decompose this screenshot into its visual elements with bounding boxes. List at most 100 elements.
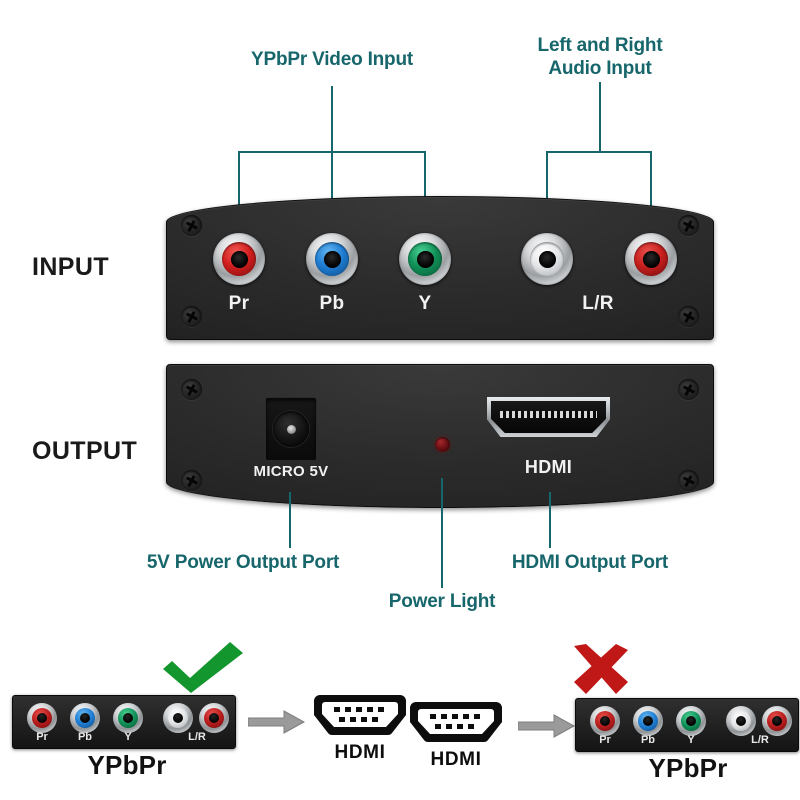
rca-ring-blue [315, 242, 349, 276]
jack-label-y: Y [418, 293, 432, 314]
mini-hole [736, 716, 746, 726]
rca-jack-y[interactable] [399, 233, 451, 285]
arrow-right-icon [248, 710, 306, 734]
screw-icon [181, 379, 202, 400]
power-port-label: MICRO 5V [253, 463, 329, 480]
mini-ring-red [595, 711, 615, 731]
mini-hole [643, 716, 653, 726]
leader-video-drop-y [424, 151, 426, 219]
hdmi-connector-icon [314, 695, 406, 735]
rca-hole [230, 250, 248, 268]
screw-icon [181, 215, 202, 236]
screw-icon [181, 306, 202, 327]
mini-panel-ypbpr-right: Pr Pb Y L/R [575, 698, 799, 752]
mini-ring-blue [638, 711, 658, 731]
screw-icon [678, 379, 699, 400]
mini-ring-green [681, 711, 701, 731]
rca-hole [538, 250, 556, 268]
mini-hole [209, 713, 219, 723]
hdmi-port-label: HDMI [524, 457, 573, 477]
rca-jack-audio-left[interactable] [521, 233, 573, 285]
dc-power-jack[interactable] [265, 397, 317, 461]
mini-rca-audio-left [726, 706, 756, 736]
power-led-indicator [435, 437, 450, 452]
screw-icon [678, 215, 699, 236]
mini-ring-red [767, 711, 787, 731]
mini-ring-white [731, 711, 751, 731]
rca-hole [642, 250, 660, 268]
mini-panel-ypbpr-left: Pr Pb Y L/R [12, 695, 236, 749]
mini-rca-audio-left [163, 703, 193, 733]
mini-label-pb: Pb [77, 731, 93, 743]
mini-label-y: Y [124, 731, 132, 743]
green-check-icon [163, 642, 243, 693]
mini-ring-green [118, 708, 138, 728]
rca-jack-audio-right[interactable] [625, 233, 677, 285]
leader-audio-drop-l [546, 151, 548, 219]
mini-ring-red [204, 708, 224, 728]
label-hdmi-source: HDMI [430, 749, 482, 770]
mini-rca-pr [590, 706, 620, 736]
rca-ring-red [634, 242, 668, 276]
rca-jack-pb[interactable] [306, 233, 358, 285]
screw-icon [181, 470, 202, 491]
leader-audio-stem [599, 82, 601, 152]
mini-label-pr: Pr [36, 731, 48, 743]
leader-audio-drop-r [650, 151, 652, 221]
leader-audio-bar [546, 151, 652, 153]
leader-video-stem [331, 86, 333, 152]
mini-ring-white [168, 708, 188, 728]
mini-rca-audio-right [199, 703, 229, 733]
rca-ring-green [408, 242, 442, 276]
jack-label-pr: Pr [228, 293, 250, 314]
input-panel: Pr Pb Y L/R [166, 196, 714, 340]
leader-video-drop-pr [238, 151, 240, 223]
label-hdmi-target: HDMI [334, 742, 386, 763]
screw-icon [678, 306, 699, 327]
callout-5v-power-output-port: 5V Power Output Port [146, 552, 340, 573]
mini-rca-y [676, 706, 706, 736]
mini-label-pb: Pb [640, 734, 656, 746]
mini-rca-y [113, 703, 143, 733]
dc-barrel [273, 411, 309, 447]
rca-hole [416, 250, 434, 268]
rca-jack-pr[interactable] [213, 233, 265, 285]
mini-hole [600, 716, 610, 726]
mini-hole [123, 713, 133, 723]
label-input: INPUT [32, 253, 109, 281]
mini-hole [686, 716, 696, 726]
hdmi-pins [500, 410, 597, 418]
mini-ring-blue [75, 708, 95, 728]
mini-hole [37, 713, 47, 723]
screw-icon [678, 470, 699, 491]
hdmi-connector-icon [410, 702, 502, 742]
mini-hole [772, 716, 782, 726]
leader-power-port [289, 492, 291, 548]
mini-hole [173, 713, 183, 723]
mini-rca-audio-right [762, 706, 792, 736]
leader-video-drop-pb [331, 151, 333, 221]
mini-rca-pb [70, 703, 100, 733]
mini-label-lr: L/R [751, 734, 769, 746]
mini-label-y: Y [687, 734, 695, 746]
mini-ring-red [32, 708, 52, 728]
leader-power-light [441, 478, 443, 588]
arrow-right-icon [518, 714, 576, 738]
callout-power-light: Power Light [388, 591, 496, 612]
jack-label-pb: Pb [319, 293, 345, 314]
mini-rca-pr [27, 703, 57, 733]
rca-hole [323, 250, 341, 268]
callout-hdmi-output-port: HDMI Output Port [511, 552, 669, 573]
rca-ring-red [222, 242, 256, 276]
label-output: OUTPUT [32, 437, 138, 465]
red-cross-icon [574, 644, 628, 694]
dc-center-pin [286, 424, 296, 434]
label-ypbpr-source: YPbPr [87, 750, 167, 780]
hdmi-output-port[interactable] [487, 397, 610, 437]
mini-label-lr: L/R [188, 731, 206, 743]
output-panel: MICRO 5V HDMI [166, 364, 714, 508]
mini-hole [80, 713, 90, 723]
leader-hdmi-port [549, 492, 551, 548]
rca-ring-white [530, 242, 564, 276]
